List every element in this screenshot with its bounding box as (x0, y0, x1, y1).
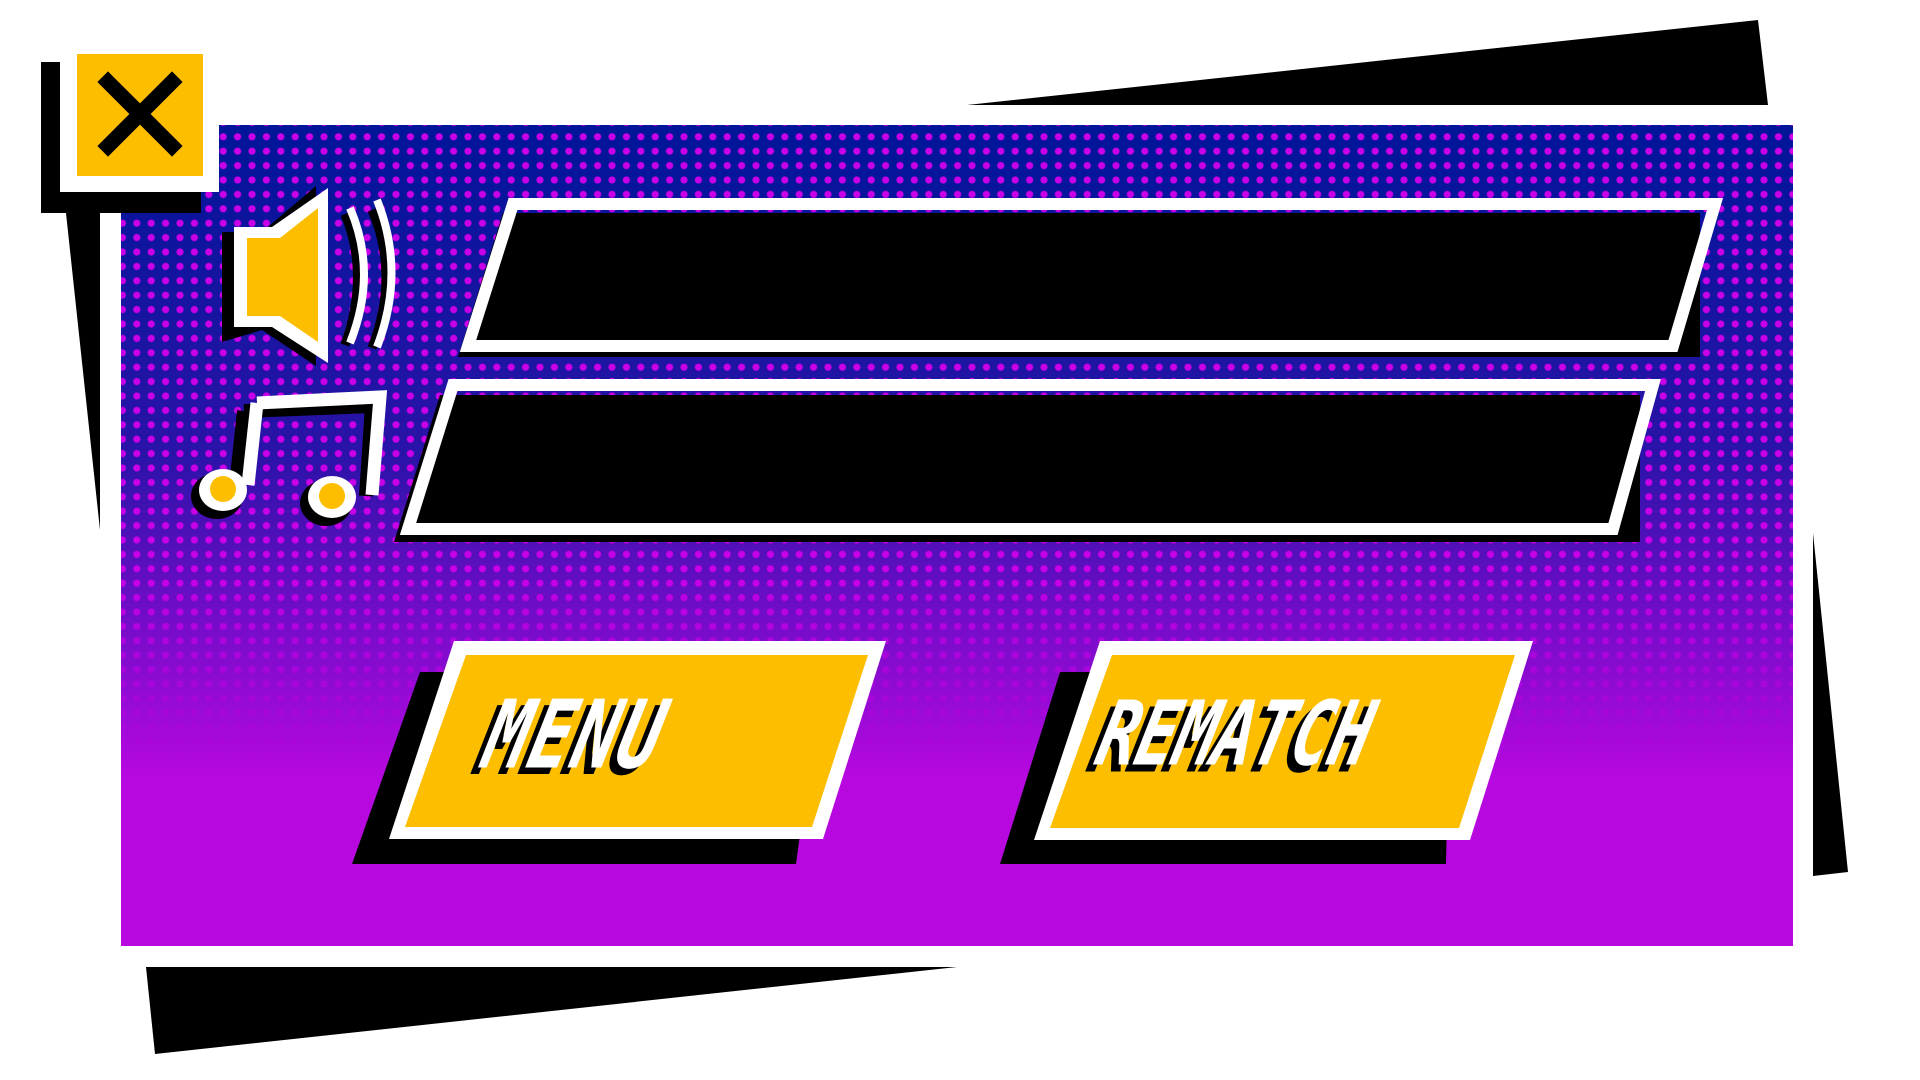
sfx-volume-slider-track[interactable] (468, 204, 1715, 346)
decorative-shards (66, 20, 1848, 1054)
rematch-button-hitarea[interactable] (1034, 641, 1533, 840)
music-note-icon (191, 390, 388, 526)
close-button[interactable] (41, 54, 219, 213)
menu-button-hitarea[interactable] (389, 641, 886, 839)
close-button-hitarea[interactable] (60, 54, 219, 192)
speaker-icon (222, 186, 396, 366)
rematch-button[interactable] (1000, 641, 1533, 864)
right-shard (1813, 533, 1848, 876)
bottom-left-shard (146, 967, 957, 1054)
close-icon (97, 71, 183, 157)
sfx-volume-slider[interactable] (458, 198, 1724, 357)
sfx-slider-dividers (632, 215, 1563, 335)
music-volume-slider-track[interactable] (408, 385, 1653, 529)
menu-button[interactable] (352, 641, 886, 864)
left-shard (66, 213, 100, 530)
music-slider-dividers (565, 396, 1508, 518)
top-right-shard (967, 20, 1768, 105)
music-volume-slider[interactable] (394, 379, 1661, 542)
